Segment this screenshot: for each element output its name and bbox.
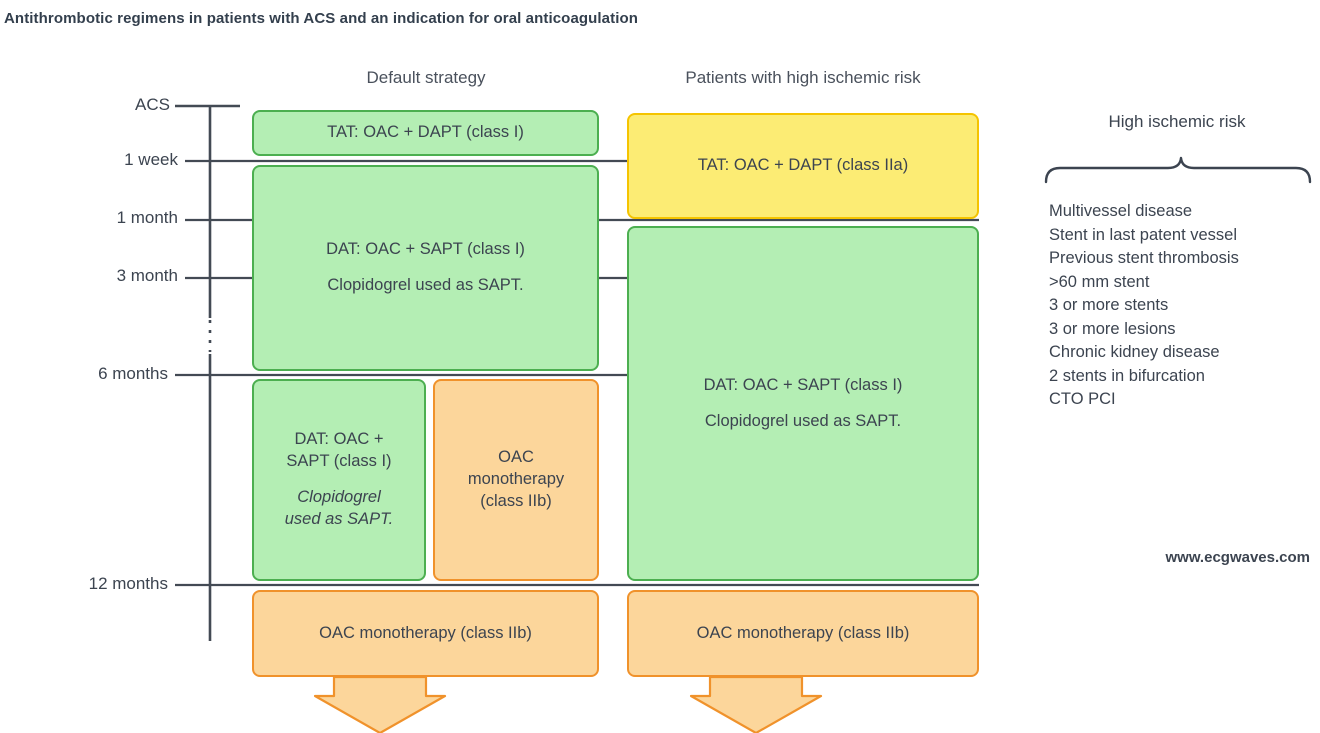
timeline-label-6-months: 6 months <box>98 364 168 383</box>
risk-panel-list: Multivessel disease Stent in last patent… <box>1049 200 1320 412</box>
list-item: 3 or more stents <box>1049 296 1169 314</box>
highrisk-dat-line1: DAT: OAC + SAPT (class I) <box>703 375 903 394</box>
risk-panel-title: High ischemic risk <box>1108 112 1246 131</box>
list-item: Multivessel disease <box>1049 202 1193 220</box>
timeline-label-3-month: 3 month <box>116 266 178 285</box>
default-dat-late-note1: Clopidogrel <box>297 488 381 506</box>
timeline-label-1-month: 1 month <box>116 208 178 227</box>
default-oac-monotherapy-box[interactable]: OAC monotherapy (class IIb) <box>433 379 599 581</box>
default-dat-line1: DAT: OAC + SAPT (class I) <box>326 240 525 259</box>
list-item: Previous stent thrombosis <box>1049 249 1239 267</box>
default-dat-box[interactable]: DAT: OAC + SAPT (class I) Clopidogrel us… <box>252 165 599 371</box>
highrisk-dat-box[interactable]: DAT: OAC + SAPT (class I) Clopidogrel us… <box>627 226 979 581</box>
list-item: Chronic kidney disease <box>1049 343 1220 361</box>
default-oac-final-box[interactable]: OAC monotherapy (class IIb) <box>252 590 599 677</box>
timeline-label-12-months: 12 months <box>88 574 168 593</box>
highrisk-dat-line2: Clopidogrel used as SAPT. <box>704 411 902 430</box>
default-dat-late-box[interactable]: DAT: OAC + SAPT (class I) Clopidogrel us… <box>252 379 426 581</box>
list-item: Stent in last patent vessel <box>1049 225 1238 244</box>
default-tat-label: TAT: OAC + DAPT (class I) <box>327 123 524 142</box>
highrisk-tat-box[interactable]: TAT: OAC + DAPT (class IIa) <box>627 113 979 219</box>
default-tat-box[interactable]: TAT: OAC + DAPT (class I) <box>252 110 599 156</box>
list-item: CTO PCI <box>1049 390 1116 408</box>
column-header-default-strategy: Default strategy <box>366 68 486 87</box>
timeline-label-acs: ACS <box>135 95 170 114</box>
list-item: 2 stents in bifurcation <box>1049 366 1205 385</box>
default-dat-line2: Clopidogrel used as SAPT. <box>327 276 524 294</box>
default-dat-late-line1: DAT: OAC + <box>294 430 384 449</box>
highrisk-oac-final-label: OAC monotherapy (class IIb) <box>696 623 910 642</box>
column-header-high-ischemic-risk: Patients with high ischemic risk <box>685 68 921 87</box>
default-oac-mono-line1: OAC <box>498 448 534 467</box>
list-item: >60 mm stent <box>1049 272 1150 291</box>
list-item: 3 or more lesions <box>1049 319 1176 338</box>
timeline-label-1-week: 1 week <box>124 150 178 169</box>
page-title: Antithrombotic regimens in patients with… <box>4 10 639 27</box>
highrisk-tat-label: TAT: OAC + DAPT (class IIa) <box>697 156 909 175</box>
watermark-url: www.ecgwaves.com <box>1165 549 1310 566</box>
default-dat-late-note2: used as SAPT. <box>284 509 394 528</box>
default-oac-mono-line2: monotherapy <box>467 470 565 489</box>
default-dat-late-line2: SAPT (class I) <box>286 452 392 471</box>
highrisk-oac-final-box[interactable]: OAC monotherapy (class IIb) <box>627 590 979 677</box>
default-oac-mono-line3: (class IIb) <box>480 491 552 510</box>
default-oac-final-label: OAC monotherapy (class IIb) <box>319 623 532 642</box>
